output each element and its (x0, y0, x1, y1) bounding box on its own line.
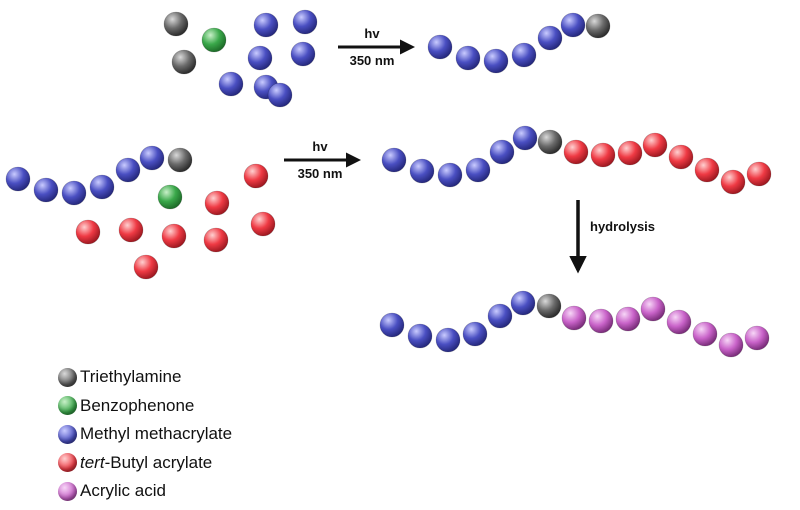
methyl-methacrylate-bead (465, 157, 491, 183)
acrylic-acid-bead (588, 308, 614, 334)
tert-butyl-acrylate-bead (161, 223, 187, 249)
benzophenone-bead (201, 27, 227, 53)
arrow-step2: hv 350 nm (284, 139, 361, 181)
acrylic-acid-bead (718, 332, 744, 358)
tert-butyl-acrylate-bead (133, 254, 159, 280)
triethylamine-bead (585, 13, 611, 39)
acrylic-acid-swatch (58, 481, 77, 501)
methyl-methacrylate-bead (455, 45, 481, 71)
arrow-step1-top-label: hv (364, 26, 380, 41)
tert-butyl-acrylate-bead (642, 132, 668, 158)
methyl-methacrylate-bead (33, 177, 59, 203)
acrylic-acid-bead (666, 309, 692, 335)
methyl-methacrylate-bead (290, 41, 316, 67)
methyl-methacrylate-bead (409, 158, 435, 184)
methyl-methacrylate-bead (437, 162, 463, 188)
tert-butyl-acrylate-bead (590, 142, 616, 168)
tert-butyl-acrylate-bead (694, 157, 720, 183)
methyl-methacrylate-bead (5, 166, 31, 192)
legend: Triethylamine Benzophenone Methyl methac… (58, 363, 232, 506)
tert-butyl-acrylate-bead (203, 227, 229, 253)
acrylic-acid-bead (640, 296, 666, 322)
benzophenone-swatch (58, 396, 77, 416)
methyl-methacrylate-bead (267, 82, 293, 108)
methyl-methacrylate-bead (462, 321, 488, 347)
legend-label-tert-suffix: -Butyl acrylate (104, 452, 213, 472)
methyl-methacrylate-bead (560, 12, 586, 38)
methyl-methacrylate-bead (247, 45, 273, 71)
acrylic-acid-bead (692, 321, 718, 347)
methyl-methacrylate-bead (511, 42, 537, 68)
methyl-methacrylate-bead (510, 290, 536, 316)
tert-butyl-acrylate-bead (746, 161, 772, 187)
legend-label-acrylic-acid: Acrylic acid (80, 481, 166, 501)
legend-label-methyl-methacrylate: Methyl methacrylate (80, 424, 233, 444)
triethylamine-bead (537, 129, 563, 155)
benzophenone-bead (157, 184, 183, 210)
legend-item-benzophenone: Benzophenone (58, 392, 232, 421)
methyl-methacrylate-bead (537, 25, 563, 51)
methyl-methacrylate-bead (407, 323, 433, 349)
arrow-step2-top-label: hv (312, 139, 328, 154)
methyl-methacrylate-bead (483, 48, 509, 74)
arrow-step1: hv 350 nm (338, 26, 415, 68)
legend-label-tert-butyl-acrylate: tert-Butyl acrylate (80, 453, 212, 473)
methyl-methacrylate-bead (489, 139, 515, 165)
tert-butyl-acrylate-swatch (58, 453, 77, 473)
acrylic-acid-bead (744, 325, 770, 351)
methyl-methacrylate-bead (512, 125, 538, 151)
legend-item-triethylamine: Triethylamine (58, 363, 232, 392)
methyl-methacrylate-bead (218, 71, 244, 97)
tert-butyl-acrylate-bead (204, 190, 230, 216)
methyl-methacrylate-bead (89, 174, 115, 200)
legend-item-tert-butyl-acrylate: tert-Butyl acrylate (58, 449, 232, 478)
tert-butyl-acrylate-bead (75, 219, 101, 245)
arrow-step1-bottom-label: 350 nm (350, 53, 395, 68)
acrylic-acid-bead (615, 306, 641, 332)
tert-butyl-acrylate-bead (720, 169, 746, 195)
methyl-methacrylate-bead (292, 9, 318, 35)
methyl-methacrylate-bead (381, 147, 407, 173)
tert-butyl-acrylate-bead (118, 217, 144, 243)
methyl-methacrylate-bead (379, 312, 405, 338)
methyl-methacrylate-bead (427, 34, 453, 60)
methyl-methacrylate-bead (115, 157, 141, 183)
legend-item-methyl-methacrylate: Methyl methacrylate (58, 420, 232, 449)
tert-butyl-acrylate-bead (617, 140, 643, 166)
methyl-methacrylate-bead (487, 303, 513, 329)
tert-butyl-acrylate-bead (250, 211, 276, 237)
legend-label-tert-prefix: tert (80, 452, 105, 472)
arrow-hydrolysis-label: hydrolysis (590, 219, 655, 234)
tert-butyl-acrylate-bead (563, 139, 589, 165)
methyl-methacrylate-bead (253, 12, 279, 38)
tert-butyl-acrylate-bead (243, 163, 269, 189)
triethylamine-bead (163, 11, 189, 37)
arrow-hydrolysis: hydrolysis (569, 200, 655, 274)
methyl-methacrylate-swatch (58, 424, 77, 444)
methyl-methacrylate-bead (435, 327, 461, 353)
triethylamine-bead (171, 49, 197, 75)
methyl-methacrylate-bead (61, 180, 87, 206)
legend-label-triethylamine: Triethylamine (80, 367, 182, 387)
methyl-methacrylate-bead (139, 145, 165, 171)
legend-item-acrylic-acid: Acrylic acid (58, 477, 232, 506)
triethylamine-bead (167, 147, 193, 173)
molecule-beads (5, 9, 772, 358)
legend-label-benzophenone: Benzophenone (80, 395, 195, 415)
arrow-step2-bottom-label: 350 nm (298, 166, 343, 181)
tert-butyl-acrylate-bead (668, 144, 694, 170)
triethylamine-swatch (58, 367, 77, 387)
acrylic-acid-bead (561, 305, 587, 331)
triethylamine-bead (536, 293, 562, 319)
